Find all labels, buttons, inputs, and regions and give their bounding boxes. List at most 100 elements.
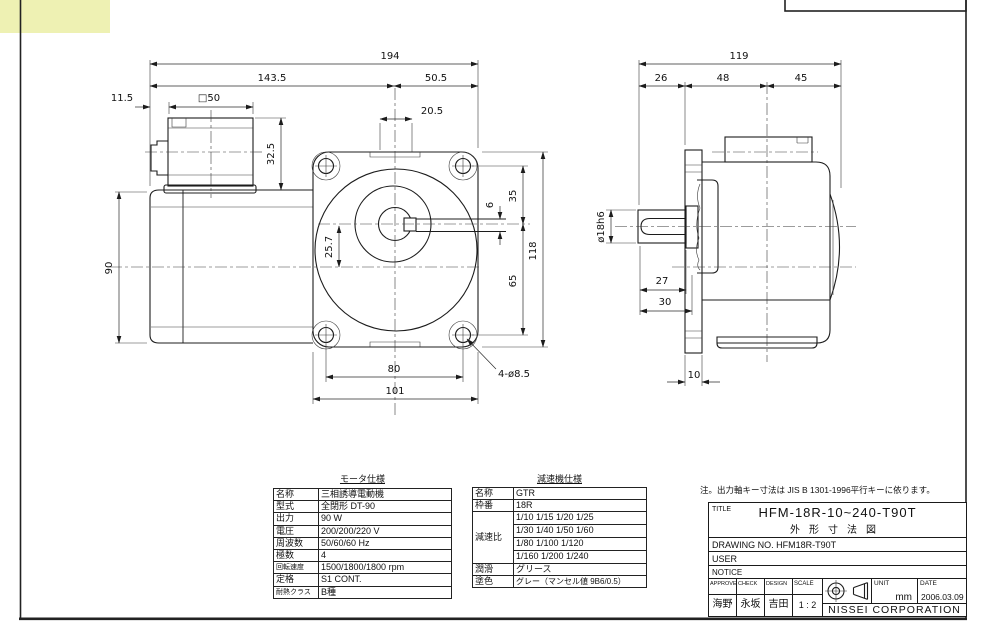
front-view-drawing: 194 143.5 50.5 11.5 □50 20.5 32.5 90 25.… [104,51,548,415]
dim-front-face-width: 101 [385,386,404,397]
title-block-title-row: TITLE HFM-18R-10~240-T90T 外形寸法図 [709,505,966,538]
scale-label: SCALE [793,579,822,595]
ratio-line: 1/10 1/15 1/20 1/25 [514,513,646,526]
dim-side-30: 30 [659,297,672,308]
spec-label: 電圧 [273,524,319,538]
spec-label: 回転速度 [273,561,319,575]
approve-name: 海野 [712,599,733,610]
date-value: 2006.03.09 [921,592,964,602]
spec-label: 枠番 [472,499,514,513]
ratio-line: 1/160 1/200 1/240 [516,551,589,562]
ratio-line: 1/30 1/40 1/50 1/60 [514,525,646,539]
unit-cell: UNIT mm [872,579,918,603]
title-block-right: UNIT mm DATE 2006.03.09 NISSEI CORPORATI… [823,579,966,617]
dim-side-flange-thickness: 10 [688,370,701,381]
spec-value: 50/60/60 Hz [318,536,452,550]
side-view-drawing: 119 26 48 45 ø18h6 27 30 10 [596,51,856,386]
dim-side-shaft-length: 26 [655,73,668,84]
spec-label: 減速比 [472,511,514,564]
ratio-line: 1/80 1/100 1/120 [514,538,646,552]
check-name: 永坂 [740,599,761,610]
dim-side-shaft-dia: ø18h6 [596,211,607,243]
spec-value: 90 W [318,512,452,526]
user-row: USER [709,552,966,566]
drawing-number-row: DRAWING NO. HFM18R-T90T [709,538,966,552]
spec-label: 耐熱クラス [273,585,319,599]
dim-side-mid-length: 48 [717,73,730,84]
projection-cell [823,579,872,603]
unit-date-row: UNIT mm DATE 2006.03.09 [823,579,966,604]
dim-side-rear-length: 45 [795,73,808,84]
dim-front-box-size: □50 [198,93,220,104]
dim-front-holes: 4-ø8.5 [498,369,530,380]
check-cell: CHECK 永坂 [737,579,765,617]
dim-front-motor-length: 143.5 [258,73,287,84]
spec-label: 塗色 [472,575,514,589]
dim-front-hole-pitch: 80 [388,364,401,375]
dim-front-top-hole: 35 [508,190,519,203]
spec-label: 潤滑 [472,562,514,577]
spec-value: 1/10 1/15 1/20 1/25 1/30 1/40 1/50 1/60 … [513,511,647,564]
spec-value: 全閉形 DT-90 [318,500,452,514]
dim-front-shaft-offset: 25.7 [324,236,335,258]
spec-value: 200/200/220 V [318,524,452,538]
dim-front-key-pos: 20.5 [421,106,443,117]
design-name: 吉田 [768,599,789,610]
approval-row: APPROVE 海野 CHECK 永坂 DESIGN 吉田 SCALE 1 : … [709,579,966,617]
dim-front-box-offset: 11.5 [111,93,133,104]
approve-label: APPROVE [709,579,737,595]
spec-label: 出力 [273,512,319,526]
spec-label: 名称 [472,486,514,501]
spec-value: グリース [513,562,647,577]
spec-label: 周波数 [273,536,319,550]
reducer-table-title: 減速機仕様 [536,474,582,484]
table-row: 潤滑グリース [472,562,647,577]
spec-label: 定格 [273,573,319,587]
spec-value: 1500/1800/1800 rpm [318,561,452,575]
spec-value: 4 [318,548,452,563]
dim-side-overall: 119 [729,51,748,62]
sticky-note-overlay [0,0,110,33]
spec-value: B種 [318,585,452,599]
drawing-subtitle: 外形寸法図 [790,525,885,536]
spec-value: GTR [513,486,647,501]
unit-value: mm [895,592,912,603]
drawing-title: HFM-18R-10~240-T90T [758,505,917,520]
table-row: 減速比 1/10 1/15 1/20 1/25 1/30 1/40 1/50 1… [472,511,647,564]
scale-cell: SCALE 1 : 2 [793,579,823,617]
check-label: CHECK [737,579,764,595]
table-row: 名称三相誘導電動機 [273,487,452,502]
spec-value: S1 CONT. [318,573,452,587]
dim-front-head-length: 50.5 [425,73,447,84]
title-label: TITLE [712,506,732,513]
unit-label: UNIT [874,580,890,587]
spec-value: 18R [513,499,647,513]
dim-front-bottom-hole: 65 [508,275,519,288]
dim-front-overall: 194 [380,51,399,62]
spec-label: 極数 [273,548,319,563]
table-row: 塗色グレー（マンセル値 9B6/0.5） [472,575,647,589]
notice-row: NOTICE [709,566,966,579]
design-label: DESIGN [765,579,792,595]
table-row: 型式全閉形 DT-90 [273,500,452,514]
dim-front-motor-od: 90 [104,262,115,275]
scale-value: 1 : 2 [798,600,817,610]
dim-front-box-height: 32.5 [266,143,277,165]
date-label: DATE [920,580,937,587]
spec-value: 三相誘導電動機 [318,487,452,502]
design-cell: DESIGN 吉田 [765,579,793,617]
title-block: TITLE HFM-18R-10~240-T90T 外形寸法図 DRAWING … [708,502,967,617]
company-name: NISSEI CORPORATION [828,604,961,616]
dim-side-27: 27 [656,276,669,287]
dim-front-key-width: 6 [485,202,496,208]
spec-label: 名称 [273,487,319,502]
